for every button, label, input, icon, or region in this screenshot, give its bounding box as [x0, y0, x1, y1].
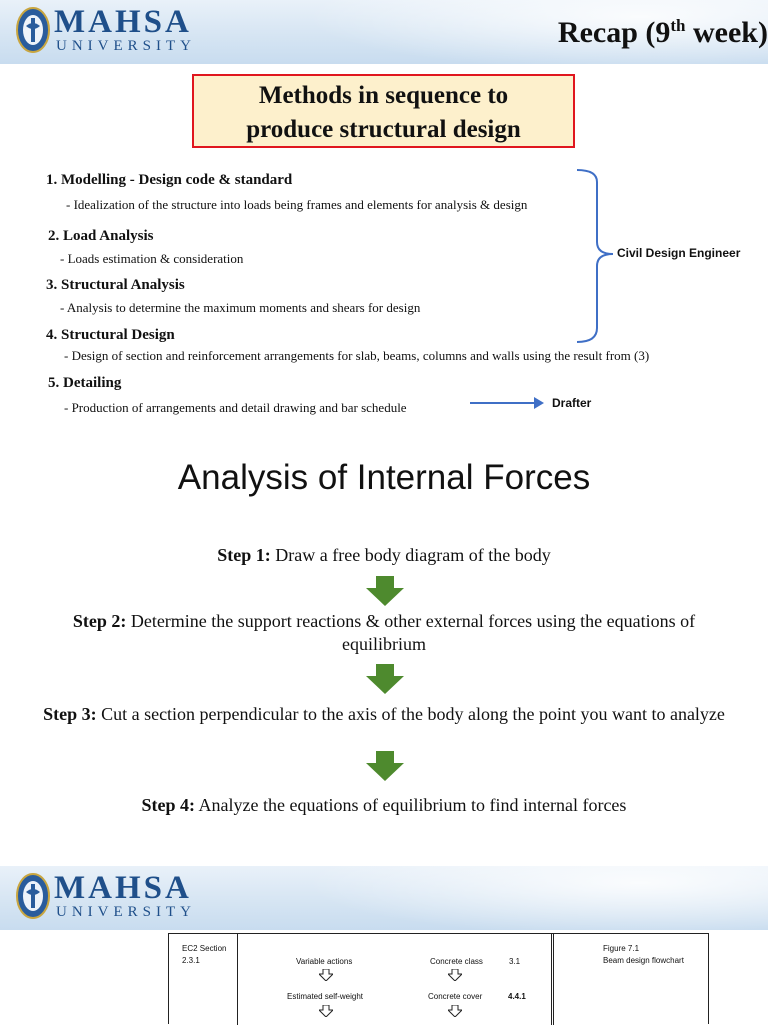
flow-down-arrow-icon [448, 1005, 462, 1017]
arrow-right-line [470, 402, 540, 404]
university-logo: MAHSA UNIVERSITY [16, 4, 206, 58]
green-down-arrow-icon [366, 576, 404, 606]
brand-subtitle: UNIVERSITY [56, 38, 196, 54]
section-title: Analysis of Internal Forces [177, 458, 591, 497]
ec2-section-header: EC2 Section [182, 944, 227, 953]
header-wave-decoration [248, 866, 768, 930]
arrow-right-icon [534, 397, 544, 409]
flowchart-box: Variable actions [296, 957, 353, 966]
step-3: Step 3: Cut a section perpendicular to t… [43, 704, 725, 724]
step-2: Step 2: Determine the support reactions … [72, 611, 696, 654]
flow-down-arrow-icon [319, 969, 333, 981]
flow-down-arrow-icon [448, 969, 462, 981]
method-item-title: 2. Load Analysis [48, 228, 154, 244]
crest-icon [16, 873, 50, 919]
method-item-desc: - Loads estimation & consideration [60, 251, 244, 266]
step-4: Step 4: Analyze the equations of equilib… [141, 795, 627, 815]
methods-title-line-2: produce structural design [246, 116, 521, 143]
slide-header: MAHSA UNIVERSITY Recap (9th week) [0, 0, 768, 64]
flowchart-box: Estimated self-weight [287, 992, 364, 1001]
beam-design-flowchart: EC2 Section 2.3.1 Variable actions Concr… [168, 933, 709, 1025]
methods-title-line-1: Methods in sequence to [258, 82, 509, 109]
right-brace-icon [576, 169, 614, 343]
brand-subtitle: UNIVERSITY [56, 904, 196, 920]
green-down-arrow-icon [366, 664, 404, 694]
method-item-title: 5. Detailing [48, 375, 122, 391]
method-item-desc: - Analysis to determine the maximum mome… [60, 300, 421, 315]
flowchart-box: Concrete cover [428, 992, 483, 1001]
brand-name: MAHSA [54, 870, 192, 906]
brand-name: MAHSA [54, 4, 192, 40]
civil-design-engineer-label: Civil Design Engineer [617, 246, 741, 260]
crest-icon [16, 7, 50, 53]
column-divider [237, 934, 238, 1025]
ec2-section-ref: 2.3.1 [182, 956, 200, 965]
figure-label: Figure 7.1 [603, 944, 640, 953]
column-divider [553, 934, 554, 1025]
method-item-desc: - Production of arrangements and detail … [64, 400, 407, 415]
step-1: Step 1: Draw a free body diagram of the … [217, 545, 551, 565]
green-down-arrow-icon [366, 751, 404, 781]
slide-header-2: MAHSA UNIVERSITY [0, 866, 768, 930]
figure-caption: Beam design flowchart [603, 956, 684, 965]
method-item-desc: - Idealization of the structure into loa… [66, 197, 528, 212]
column-divider [551, 934, 552, 1025]
method-item-title: 3. Structural Analysis [46, 277, 185, 293]
ec2-section-ref: 3.1 [509, 957, 521, 966]
method-item-title: 1. Modelling - Design code & standard [46, 172, 293, 188]
methods-title-box: Methods in sequence to produce structura… [192, 74, 575, 148]
header-wave-decoration [248, 0, 768, 64]
flow-down-arrow-icon [319, 1005, 333, 1017]
ec2-section-ref: 4.4.1 [508, 992, 526, 1001]
slide-title: Recap (9th week) [557, 16, 768, 49]
method-item-desc: - Design of section and reinforcement ar… [64, 348, 650, 363]
university-logo: MAHSA UNIVERSITY [16, 870, 206, 924]
drafter-label: Drafter [552, 396, 592, 410]
method-item-title: 4. Structural Design [46, 327, 175, 343]
flowchart-box: Concrete class [430, 957, 483, 966]
